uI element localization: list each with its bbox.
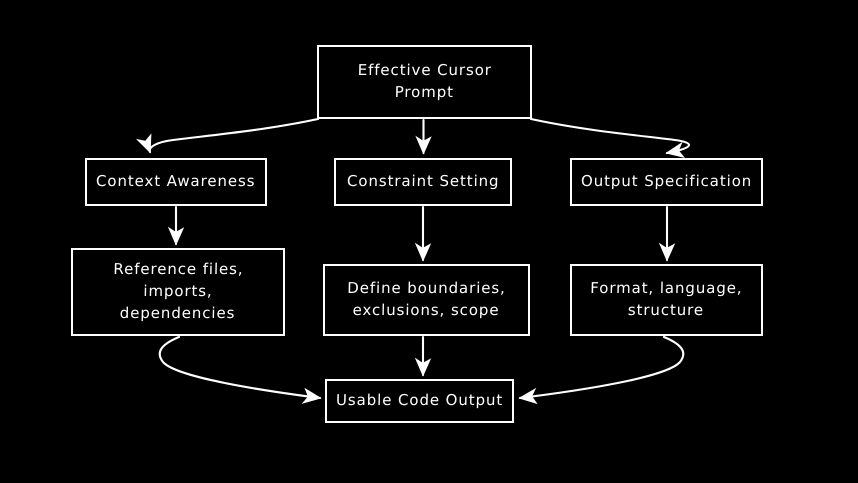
node-output-specification[interactable]: Output Specification <box>570 158 763 206</box>
node-label: Usable Code Output <box>335 391 504 410</box>
node-usable-code-output[interactable]: Usable Code Output <box>325 379 514 423</box>
node-label: Constraint Setting <box>346 172 500 191</box>
node-format-language-structure[interactable]: Format, language, structure <box>570 264 763 336</box>
edge-output-detail-to-result <box>518 335 685 405</box>
edge-root-to-output <box>529 117 691 158</box>
node-define-boundaries-exclusions-scope[interactable]: Define boundaries, exclusions, scope <box>323 264 530 336</box>
node-label: Format, language, structure <box>590 279 744 319</box>
node-label: Context Awareness <box>96 172 256 191</box>
node-label: Reference files, imports, dependencies <box>113 260 244 322</box>
node-reference-files-imports-dependencies[interactable]: Reference files, imports, dependencies <box>71 248 285 336</box>
node-label: Effective Cursor Prompt <box>357 61 493 101</box>
edge-root-to-context <box>135 117 320 154</box>
node-constraint-setting[interactable]: Constraint Setting <box>334 158 512 206</box>
edge-context-detail-to-result <box>158 335 322 404</box>
node-label: Output Specification <box>580 172 753 191</box>
node-effective-cursor-prompt[interactable]: Effective Cursor Prompt <box>317 45 532 119</box>
node-label: Define boundaries, exclusions, scope <box>347 279 507 319</box>
node-context-awareness[interactable]: Context Awareness <box>85 158 267 206</box>
